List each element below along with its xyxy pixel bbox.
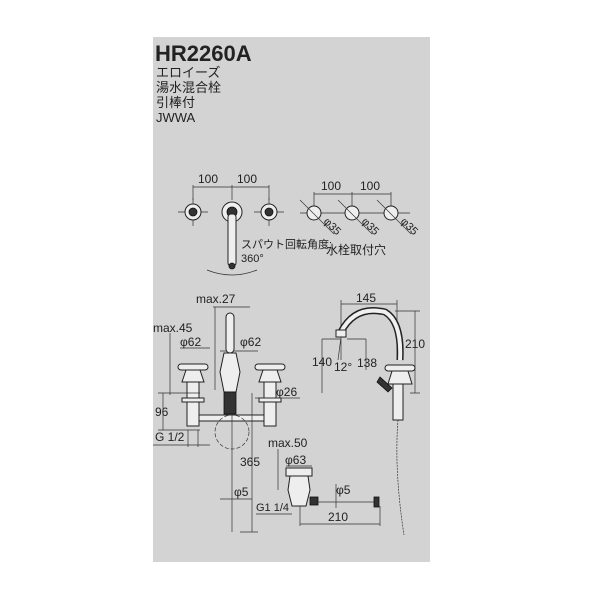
- hole-spacing-left: 100: [321, 179, 341, 193]
- spout-front-icon: [219, 312, 241, 415]
- certification: JWWA: [156, 110, 196, 125]
- phi5-hose: φ5: [234, 485, 249, 499]
- aerator: [335, 329, 347, 338]
- dim-145: 145: [356, 291, 376, 305]
- dim-138: 138: [357, 356, 377, 370]
- max-27: max.27: [196, 292, 236, 306]
- max-50: max.50: [268, 436, 308, 450]
- g-1-1-4-thread: G1 1/4: [256, 502, 289, 514]
- product-type: 湯水混合栓: [156, 80, 221, 95]
- mounting-hole: [383, 205, 399, 221]
- handle-icon-right: [254, 198, 284, 226]
- handle-right: [254, 363, 286, 427]
- dim-210-drain: 210: [328, 510, 348, 524]
- top-spacing-left: 100: [198, 172, 218, 186]
- spout-top-icon: [221, 201, 243, 270]
- drain-body: [287, 475, 311, 507]
- front-view: max.27 max.45 φ62 φ62 φ26 96: [153, 292, 300, 533]
- g-half-thread: G 1/2: [155, 430, 185, 444]
- drain-cap: [285, 467, 313, 477]
- hole-spacing-right: 100: [360, 179, 380, 193]
- drain-view: max.50 φ63 φ5 G1 1/4 210: [256, 436, 381, 526]
- phi5-rod: φ5: [336, 483, 351, 497]
- angle-12: 12°: [334, 360, 352, 374]
- side-view: 145 210 140 12° 138: [312, 291, 425, 536]
- top-spacing-right: 100: [237, 172, 257, 186]
- phi62-left: φ62: [180, 335, 201, 349]
- phi62-right: φ62: [240, 335, 261, 349]
- model-number: HR2260A: [155, 41, 252, 66]
- top-view: 100 100 スパウト回転角度: 360°: [178, 172, 332, 276]
- mounting-holes-label: 水栓取付穴: [326, 242, 386, 257]
- product-feature: 引棒付: [156, 95, 195, 110]
- hole-diameter: φ35: [321, 216, 343, 238]
- max-45: max.45: [153, 321, 193, 335]
- spout-rotation-value: 360°: [241, 253, 264, 265]
- mounting-hole: [344, 205, 360, 221]
- spout-side-icon: [339, 308, 403, 361]
- hole-diameter: φ35: [398, 216, 420, 238]
- rotation-arc-icon: [206, 269, 258, 276]
- hole-diameter: φ35: [359, 216, 381, 238]
- dim-365: 365: [240, 455, 260, 469]
- product-name: エロイーズ: [156, 65, 220, 80]
- phi63: φ63: [285, 453, 306, 467]
- dim-96: 96: [155, 405, 169, 419]
- phi26: φ26: [276, 385, 297, 399]
- spout-rotation-label: スパウト回転角度:: [241, 237, 332, 251]
- handle-icon-left: [178, 198, 208, 226]
- mounting-hole: [306, 205, 322, 221]
